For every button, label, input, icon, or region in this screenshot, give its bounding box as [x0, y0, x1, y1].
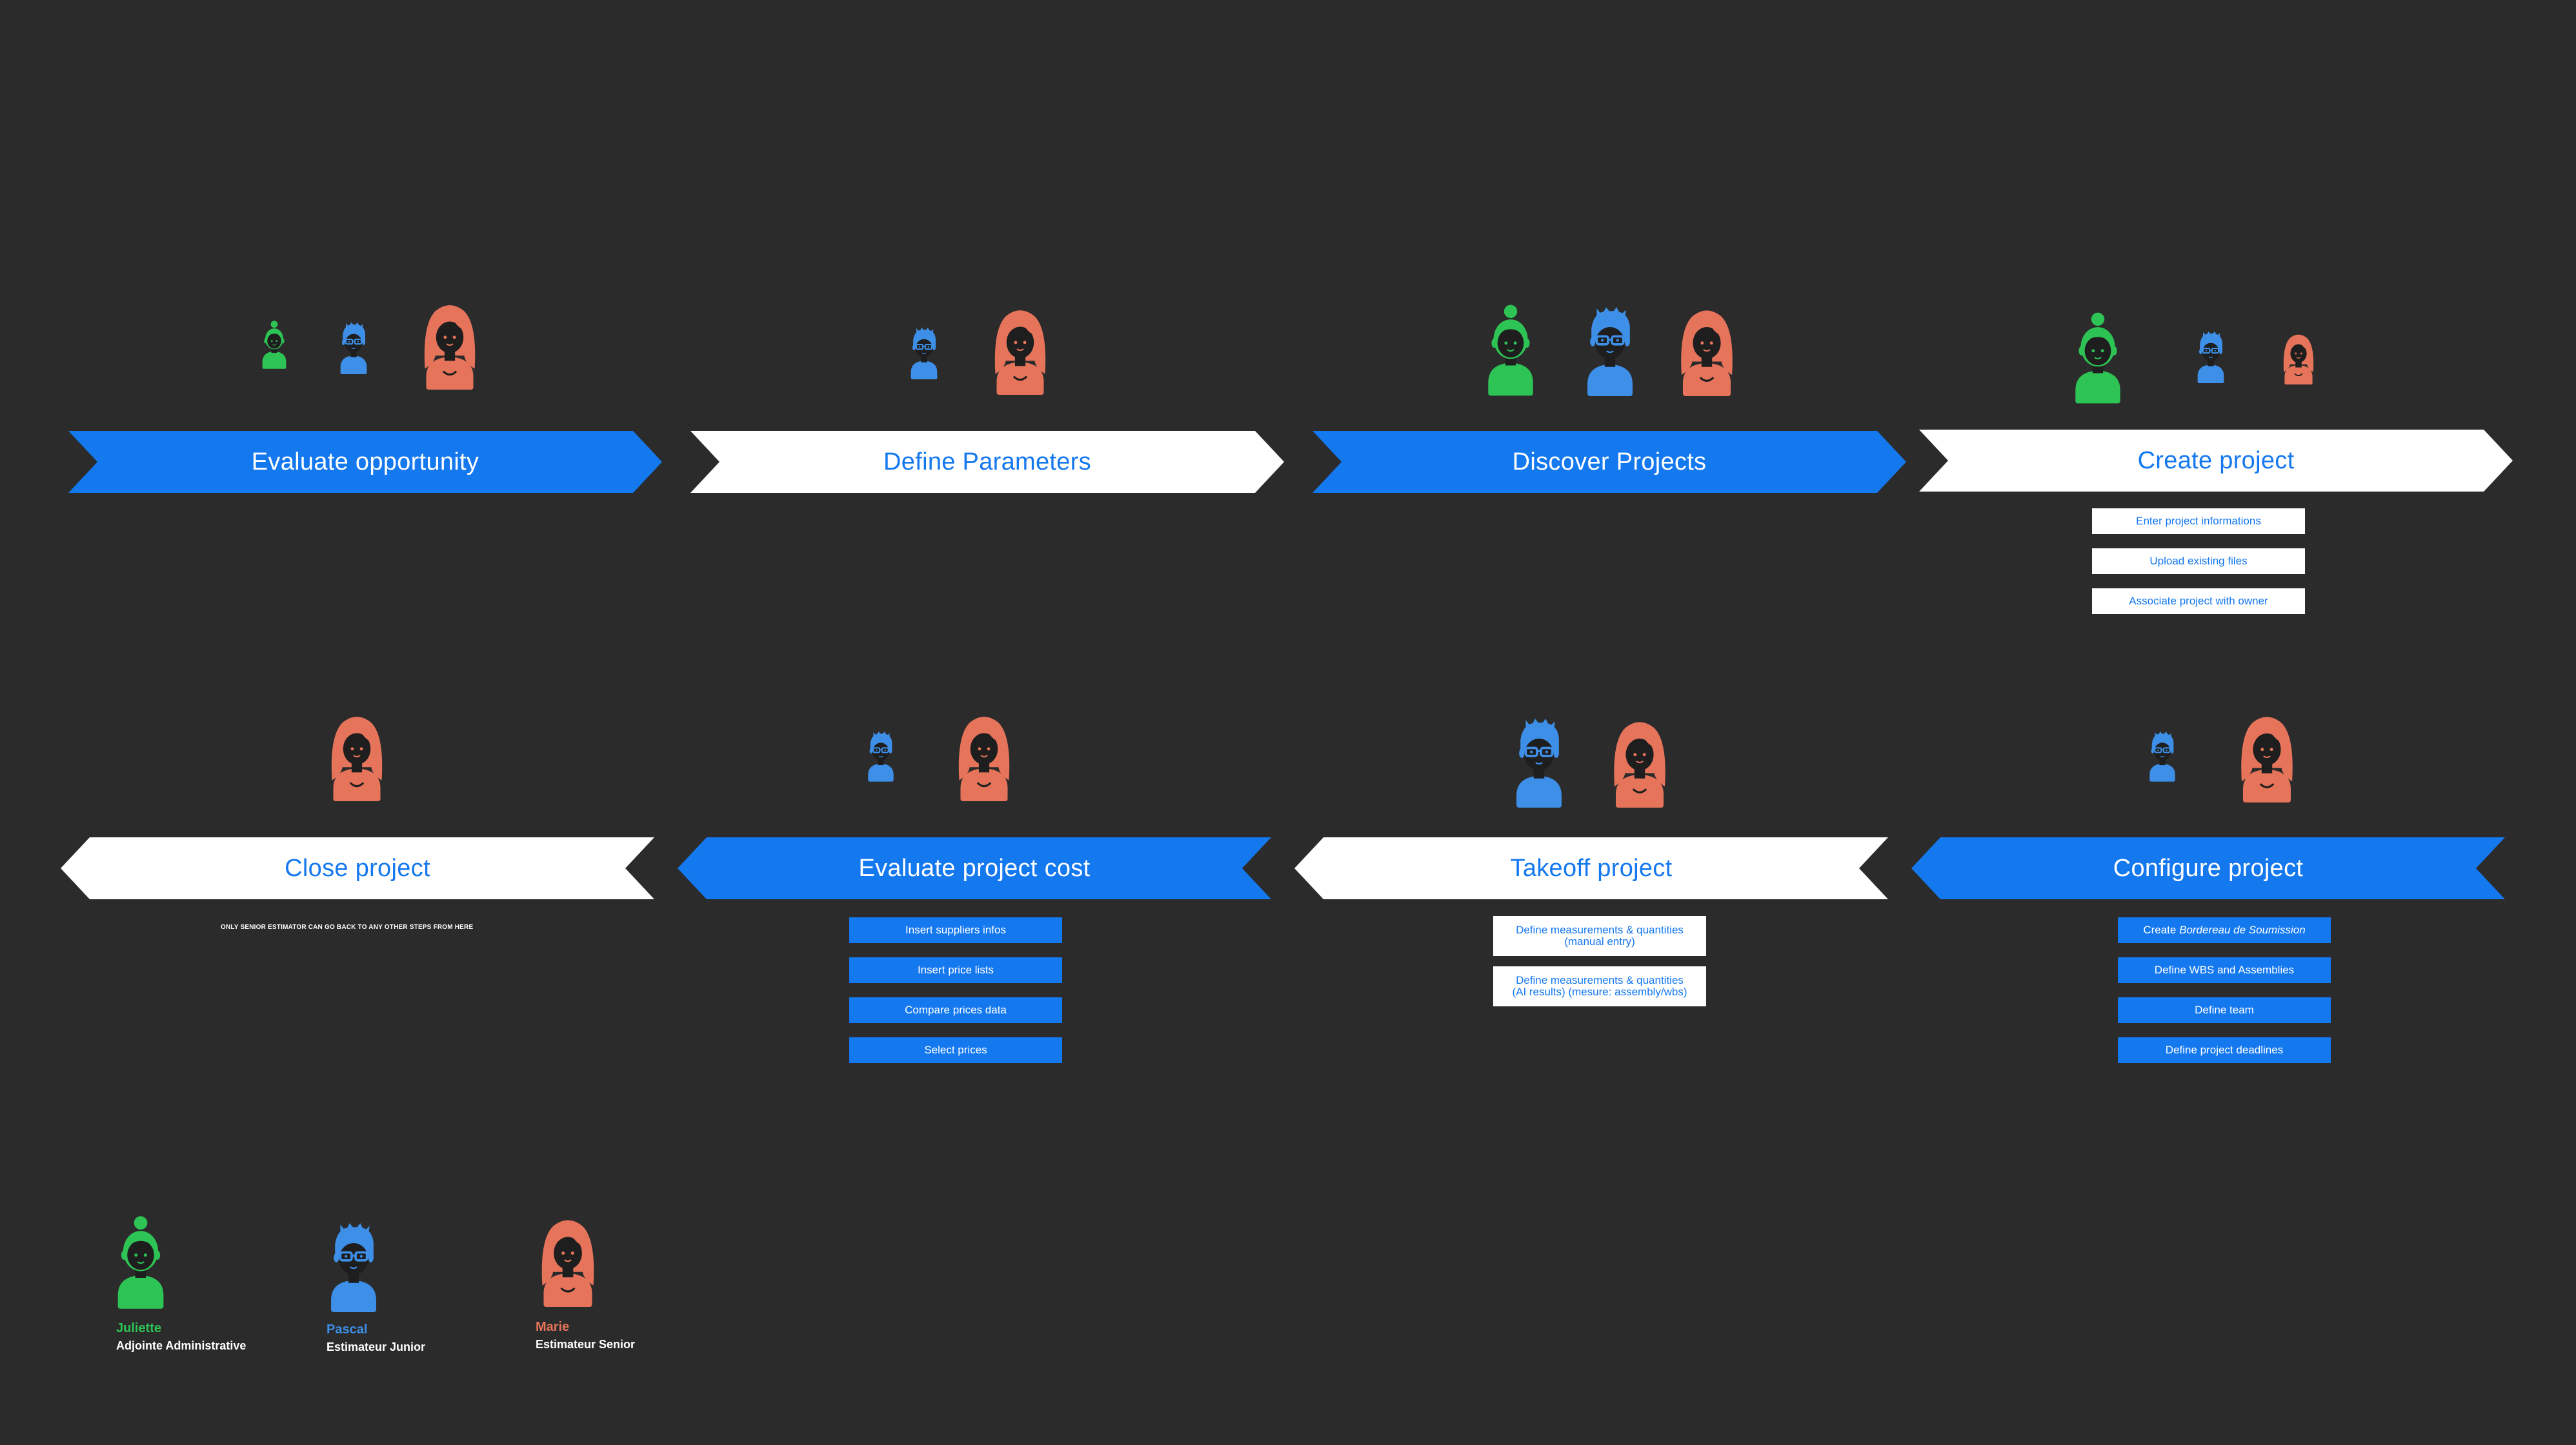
step-label: Takeoff project — [1510, 854, 1673, 882]
chevron-arrow-shape — [678, 837, 1271, 899]
step-label: Evaluate project cost — [858, 854, 1091, 882]
task-insert-suppliers-infos[interactable]: Insert suppliers infos — [849, 917, 1062, 943]
task-define-measurements-ai[interactable]: Define measurements & quantities (AI res… — [1493, 966, 1706, 1006]
chevron-arrow-shape — [1313, 431, 1906, 493]
step-discover-projects[interactable]: Discover Projects — [1313, 431, 1906, 493]
male-glasses-avatar-icon — [2144, 729, 2181, 782]
task-select-prices[interactable]: Select prices — [849, 1037, 1062, 1063]
chevron-arrow-shape — [1294, 837, 1888, 899]
female-long-hair-avatar-icon — [947, 710, 1021, 801]
male-glasses-avatar-icon — [320, 1219, 387, 1312]
female-bun-avatar-icon — [257, 320, 292, 369]
task-associate-project-with-owner[interactable]: Associate project with owner — [2092, 588, 2305, 614]
legend-name: Juliette — [116, 1321, 162, 1335]
chevron-arrow-shape — [690, 431, 1284, 493]
step-create-project[interactable]: Create project — [1919, 430, 2513, 492]
step-evaluate-opportunity[interactable]: Evaluate opportunity — [68, 431, 662, 493]
task-define-wbs-assemblies[interactable]: Define WBS and Assemblies — [2118, 957, 2331, 983]
task-upload-existing-files[interactable]: Upload existing files — [2092, 548, 2305, 574]
close-project-note: Only senior estimator can go back to any… — [221, 924, 474, 931]
legend-role: Estimateur Senior — [536, 1338, 636, 1351]
female-long-hair-avatar-icon — [2230, 710, 2304, 802]
step-define-parameters[interactable]: Define Parameters — [690, 431, 1284, 493]
legend-name: Pascal — [327, 1322, 368, 1337]
step-label: Discover Projects — [1512, 448, 1707, 475]
task-compare-prices-data[interactable]: Compare prices data — [849, 997, 1062, 1023]
male-glasses-avatar-icon — [334, 320, 373, 374]
female-long-hair-avatar-icon — [1603, 715, 1676, 808]
task-text: Create — [2143, 924, 2180, 936]
female-long-hair-avatar-icon — [1670, 303, 1744, 396]
chevron-arrow-shape — [61, 837, 654, 899]
legend-name: Marie — [536, 1320, 570, 1334]
chevron-arrow-shape — [68, 431, 662, 493]
female-bun-avatar-icon — [107, 1214, 174, 1310]
task-line: Define measurements & quantities — [1516, 974, 1684, 986]
step-label: Configure project — [2113, 854, 2304, 882]
task-define-measurements-manual[interactable]: Define measurements & quantities (manual… — [1493, 916, 1706, 956]
step-label: Close project — [285, 854, 430, 882]
legend-role: Estimateur Junior — [327, 1340, 426, 1353]
male-glasses-avatar-icon — [1505, 715, 1573, 808]
step-takeoff-project[interactable]: Takeoff project — [1294, 837, 1888, 899]
female-long-hair-avatar-icon — [413, 298, 487, 390]
task-line: Define measurements & quantities — [1516, 924, 1684, 936]
legend-role: Adjointe Administrative — [116, 1339, 247, 1352]
chevron-arrow-shape — [1919, 430, 2513, 492]
female-bun-avatar-icon — [1478, 303, 1544, 396]
female-long-hair-avatar-icon — [2278, 330, 2319, 384]
female-bun-avatar-icon — [2065, 311, 2131, 404]
task-define-team[interactable]: Define team — [2118, 997, 2331, 1023]
task-create-bordereau[interactable]: Create Bordereau de Soumission — [2118, 917, 2331, 943]
female-long-hair-avatar-icon — [983, 303, 1057, 395]
step-label: Evaluate opportunity — [251, 448, 479, 475]
task-text-italic: Bordereau de Soumission — [2179, 924, 2306, 936]
male-glasses-avatar-icon — [862, 729, 900, 782]
task-enter-project-informations[interactable]: Enter project informations — [2092, 508, 2305, 534]
task-insert-price-lists[interactable]: Insert price lists — [849, 957, 1062, 983]
step-label: Define Parameters — [883, 448, 1091, 475]
male-glasses-avatar-icon — [1576, 303, 1644, 396]
task-define-project-deadlines[interactable]: Define project deadlines — [2118, 1037, 2331, 1063]
female-long-hair-avatar-icon — [530, 1213, 605, 1307]
step-configure-project[interactable]: Configure project — [1911, 837, 2505, 899]
step-close-project[interactable]: Close project — [61, 837, 654, 899]
step-label: Create project — [2137, 446, 2295, 474]
task-line: (manual entry) — [1564, 935, 1635, 948]
male-glasses-avatar-icon — [905, 325, 943, 379]
male-glasses-avatar-icon — [2191, 329, 2230, 383]
task-line: (AI results) (mesure: assembly/wbs) — [1512, 986, 1687, 998]
female-long-hair-avatar-icon — [320, 710, 394, 801]
step-evaluate-project-cost[interactable]: Evaluate project cost — [678, 837, 1271, 899]
chevron-arrow-shape — [1911, 837, 2505, 899]
